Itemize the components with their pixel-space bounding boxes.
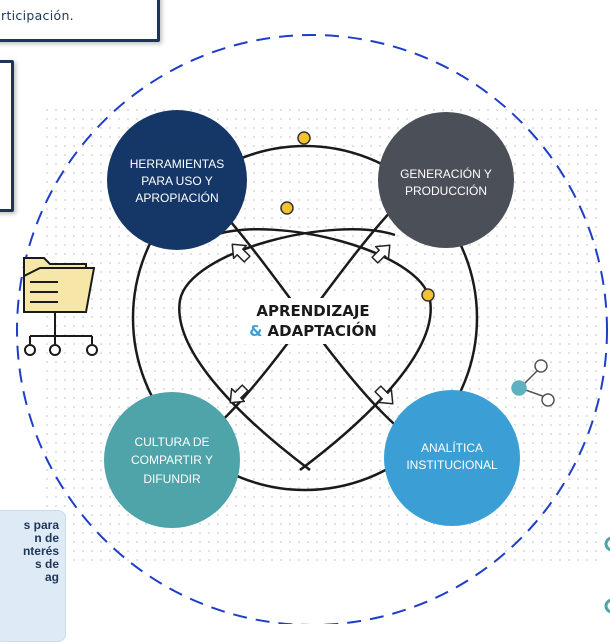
- svg-text:& ADAPTACIÓN: & ADAPTACIÓN: [249, 321, 377, 340]
- share-icon: [511, 359, 555, 407]
- callout-line-2: n de: [34, 531, 59, 545]
- arc-upper: [178, 228, 396, 471]
- arrow-down-left-icon: [229, 384, 249, 404]
- node-herramientas-label-1: HERRAMIENTAS: [130, 157, 224, 171]
- callout-line-4: s de: [34, 557, 59, 571]
- cropped-edge-marks: [604, 536, 610, 614]
- node-herramientas[interactable]: HERRAMIENTAS PARA USO Y APROPIACIÓN: [107, 110, 247, 250]
- arrow-up-left-icon: [231, 243, 251, 263]
- arrow-down-right-icon: [374, 385, 394, 405]
- node-generacion-label-2: PRODUCCIÓN: [405, 183, 487, 198]
- top-note-text: rticipación.: [1, 8, 74, 23]
- node-cultura[interactable]: CULTURA DE COMPARTIR Y DIFUNDIR: [104, 392, 240, 528]
- callout-line-1: s para: [23, 518, 59, 532]
- main-ring: [131, 144, 479, 492]
- outer-dashed-circle: [16, 34, 608, 624]
- center-label-line2: ADAPTACIÓN: [268, 321, 377, 340]
- node-analitica[interactable]: ANALÍTICA INSTITUCIONAL: [384, 390, 520, 526]
- learning-diagram: HERRAMIENTAS PARA USO Y APROPIACIÓN GENE…: [16, 34, 610, 624]
- node-cultura-label-2: COMPARTIR Y: [131, 453, 213, 467]
- dot-left: [280, 201, 294, 215]
- node-cultura-circle: [104, 392, 240, 528]
- center-label: APRENDIZAJE & ADAPTACIÓN: [240, 298, 388, 344]
- folder-network-icon: [23, 257, 98, 356]
- dot-right: [421, 288, 435, 302]
- node-cultura-label-3: DIFUNDIR: [143, 472, 201, 486]
- center-label-bg: [240, 298, 388, 344]
- center-label-line1: APRENDIZAJE: [256, 302, 369, 320]
- node-generacion-label-1: GENERACIÓN Y: [400, 166, 492, 181]
- direction-arrows: [229, 243, 394, 405]
- side-note-box: [0, 60, 14, 212]
- dot-top: [297, 131, 311, 145]
- node-herramientas-label-2: PARA USO Y: [141, 174, 213, 188]
- node-herramientas-label-3: APROPIACIÓN: [135, 190, 218, 205]
- center-label-ampersand: &: [249, 322, 267, 340]
- connector-dots: [280, 131, 435, 302]
- node-analitica-label-2: INSTITUCIONAL: [406, 458, 498, 472]
- top-note-box: rticipación.: [0, 0, 160, 42]
- node-generacion[interactable]: GENERACIÓN Y PRODUCCIÓN: [378, 112, 514, 248]
- side-callout: s para n de nterés s de ag: [0, 510, 66, 642]
- node-herramientas-circle: [107, 110, 247, 250]
- arrow-up-right-icon: [371, 244, 391, 264]
- node-analitica-circle: [384, 390, 520, 526]
- node-analitica-label-1: ANALÍTICA: [421, 440, 483, 455]
- callout-line-3: nterés: [22, 544, 59, 558]
- node-cultura-label-1: CULTURA DE: [134, 435, 209, 449]
- node-generacion-circle: [378, 112, 514, 248]
- callout-line-5: ag: [44, 570, 59, 584]
